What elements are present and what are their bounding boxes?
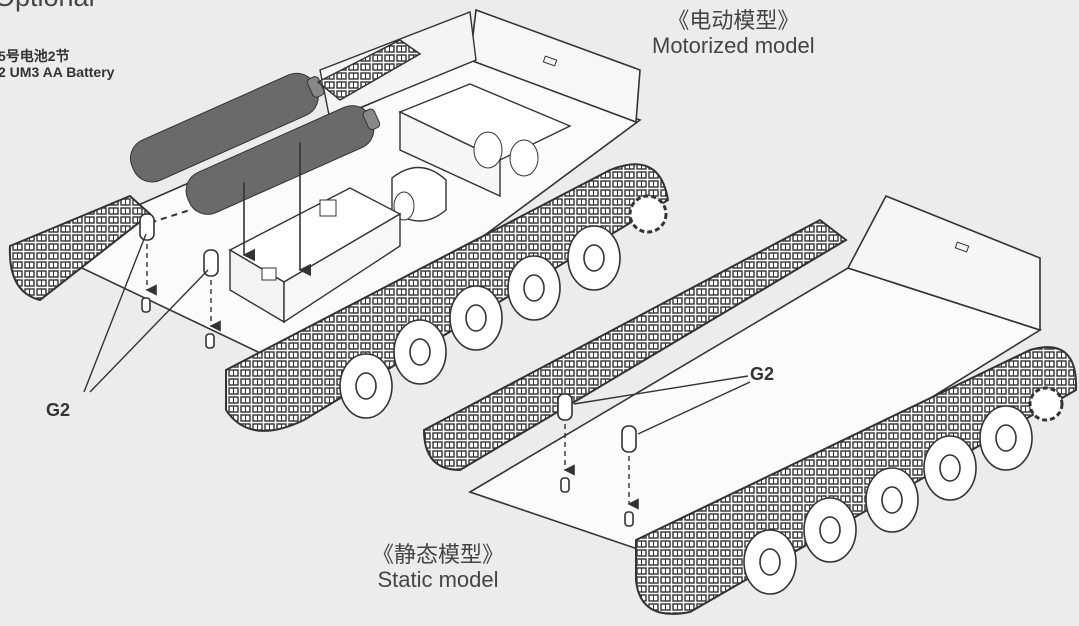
motorized-caption-en: Motorized model (652, 33, 815, 59)
motorized-road-wheels (339, 194, 668, 419)
static-road-wheels (743, 386, 1064, 595)
motorized-g2-parts (83, 213, 221, 393)
battery-box (228, 187, 402, 324)
motor-gearbox (391, 83, 572, 222)
static-back-track (422, 218, 848, 472)
battery-note-en: 2 UM3 AA Battery (0, 64, 115, 81)
battery-note-cn: 5号电池2节 (0, 48, 70, 64)
motorized-caption-cn: 《电动模型》 (667, 8, 800, 33)
motorized-model-caption: 《电动模型》 Motorized model (652, 8, 815, 59)
battery-note: 5号电池2节 2 UM3 AA Battery (0, 48, 114, 80)
static-hull (468, 194, 1042, 561)
static-model-caption: 《静态模型》 Static model (372, 542, 504, 593)
optional-heading: Optional (0, 0, 95, 13)
motorized-back-track (8, 39, 422, 302)
static-caption-cn: 《静态模型》 (372, 542, 505, 567)
part-label-g2-static: G2 (750, 364, 775, 384)
part-label-g2-motorized: G2 (46, 400, 71, 420)
static-caption-en: Static model (377, 567, 499, 593)
static-g2-parts (557, 375, 751, 527)
aa-batteries (129, 72, 381, 277)
